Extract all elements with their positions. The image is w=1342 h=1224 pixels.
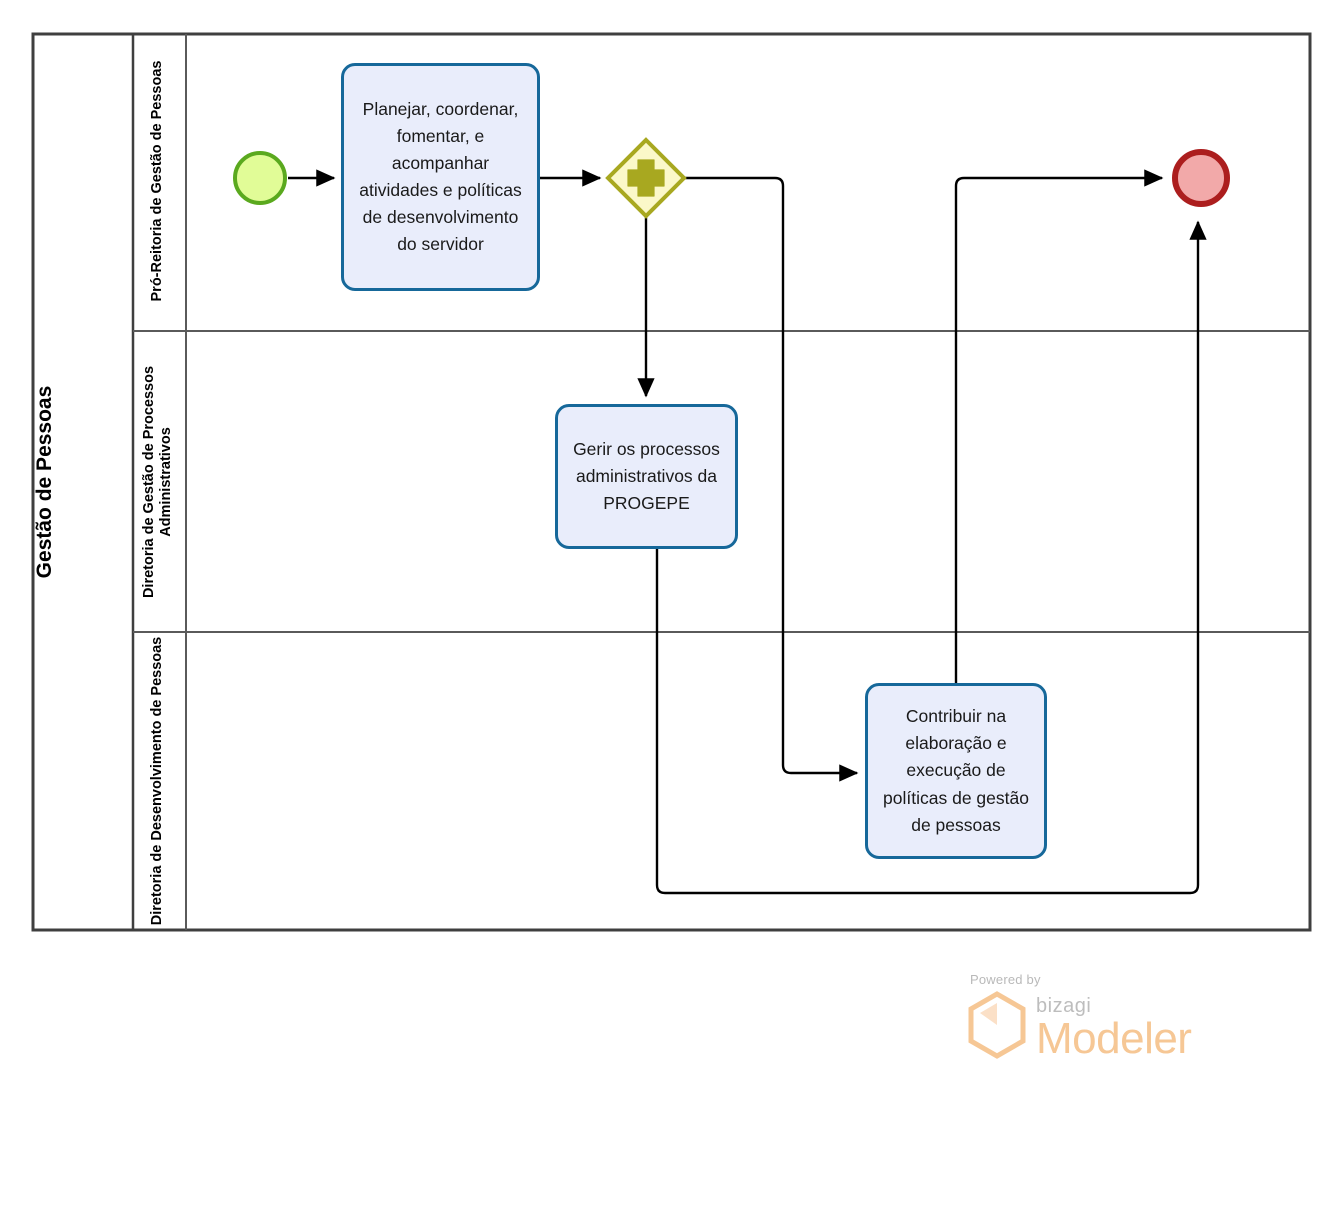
- task-label: Gerir os processos administrativos da PR…: [573, 438, 720, 514]
- task-label: Contribuir na elaboração e execução de p…: [883, 706, 1029, 835]
- task-planejar-coordenar[interactable]: Planejar, coordenar, fomentar, e acompan…: [341, 63, 540, 291]
- flow-task3-to-end: [954, 169, 1164, 683]
- pool-frame: [31, 32, 1312, 932]
- gateway-plus-icon: [627, 159, 665, 197]
- flow-task2-to-end: [655, 220, 1207, 895]
- parallel-gateway[interactable]: [605, 137, 687, 219]
- task-label: Planejar, coordenar, fomentar, e acompan…: [359, 98, 522, 255]
- start-event[interactable]: [233, 151, 287, 205]
- task-contribuir-politicas[interactable]: Contribuir na elaboração e execução de p…: [865, 683, 1047, 859]
- end-event[interactable]: [1172, 149, 1230, 207]
- task-gerir-processos[interactable]: Gerir os processos administrativos da PR…: [555, 404, 738, 549]
- flow-gateway-to-task3: [680, 176, 859, 782]
